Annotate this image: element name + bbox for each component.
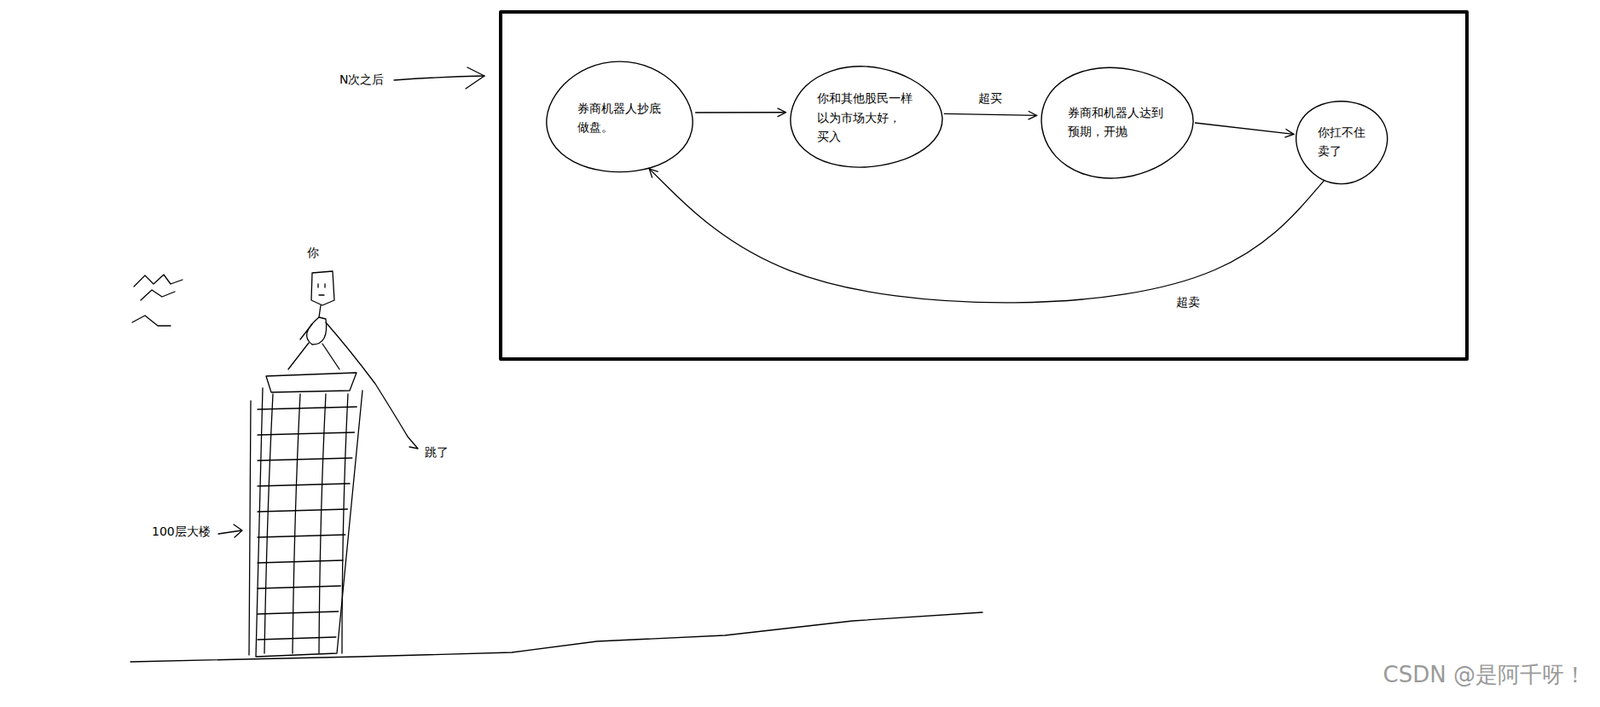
building-floor bbox=[257, 406, 357, 410]
cycle-step-circle: 你扛不住 卖了 bbox=[1295, 99, 1388, 184]
building-floors bbox=[257, 394, 357, 654]
bird-stroke bbox=[132, 315, 171, 326]
figure-arm bbox=[300, 324, 313, 340]
figure-head bbox=[311, 271, 335, 306]
circle-outline bbox=[1038, 66, 1193, 179]
flow-arrow bbox=[695, 111, 786, 114]
figure-leg bbox=[288, 342, 309, 370]
annotation-label: 100层大楼 bbox=[151, 523, 211, 540]
annotation-label: N次之后 bbox=[339, 71, 384, 87]
circle-outline bbox=[1296, 101, 1388, 185]
building-floor bbox=[257, 432, 355, 435]
circle-outline bbox=[1041, 67, 1194, 179]
cycle-frame bbox=[500, 11, 1467, 360]
figure-leg bbox=[322, 343, 340, 370]
edge-label: 超买 bbox=[975, 90, 1005, 106]
arrow-head bbox=[465, 67, 485, 89]
pointer-arrow bbox=[218, 524, 243, 538]
figure-body bbox=[307, 317, 327, 345]
building-column bbox=[292, 394, 301, 654]
figure-neck bbox=[318, 305, 321, 318]
cycle-step-circle: 你和其他股民一样 以为市场大好，买入 bbox=[788, 66, 942, 169]
step-text: 你扛不住 卖了 bbox=[1317, 122, 1366, 162]
step-text: 券商机器人抄底 做盘。 bbox=[577, 98, 661, 138]
bird-stroke bbox=[140, 289, 175, 301]
building-column bbox=[264, 394, 273, 654]
watermark: CSDN @是阿千呀！ bbox=[1383, 660, 1587, 690]
edge-label: 超卖 bbox=[1173, 294, 1203, 310]
building-outline bbox=[255, 388, 363, 657]
building-floor bbox=[257, 509, 348, 512]
circle-outline bbox=[790, 66, 943, 168]
step-text: 券商和机器人达到 预期，开抛 bbox=[1067, 103, 1164, 142]
annotation-label: 跳了 bbox=[424, 444, 449, 460]
building-floor bbox=[257, 560, 343, 563]
building-floor bbox=[257, 637, 337, 640]
cycle-step-circle: 券商和机器人达到 预期，开抛 bbox=[1038, 66, 1193, 179]
building-edge bbox=[249, 400, 251, 656]
circle-outline bbox=[1295, 99, 1388, 184]
pointer-arrow bbox=[394, 75, 485, 81]
building-roof bbox=[266, 372, 357, 393]
ground-line bbox=[130, 612, 983, 662]
figure-face bbox=[318, 284, 325, 296]
building-floor bbox=[257, 457, 353, 461]
sketch-group bbox=[130, 11, 1467, 662]
flow-arrow bbox=[649, 168, 1325, 303]
cycle-step-circle: 券商机器人抄底 做盘。 bbox=[545, 62, 694, 174]
annotation-label: 你 bbox=[307, 244, 319, 261]
bird-stroke bbox=[133, 274, 183, 287]
circle-outline bbox=[545, 61, 692, 172]
flow-arrow bbox=[944, 113, 1038, 116]
figure-arm bbox=[325, 322, 418, 449]
building-floor bbox=[257, 611, 339, 615]
circle-outline bbox=[545, 62, 694, 174]
building-floor bbox=[257, 585, 341, 589]
flow-arrow bbox=[1194, 122, 1294, 134]
building-floor bbox=[257, 534, 346, 538]
building-floor bbox=[257, 483, 350, 487]
step-text: 你和其他股民一样 以为市场大好，买入 bbox=[817, 88, 913, 146]
